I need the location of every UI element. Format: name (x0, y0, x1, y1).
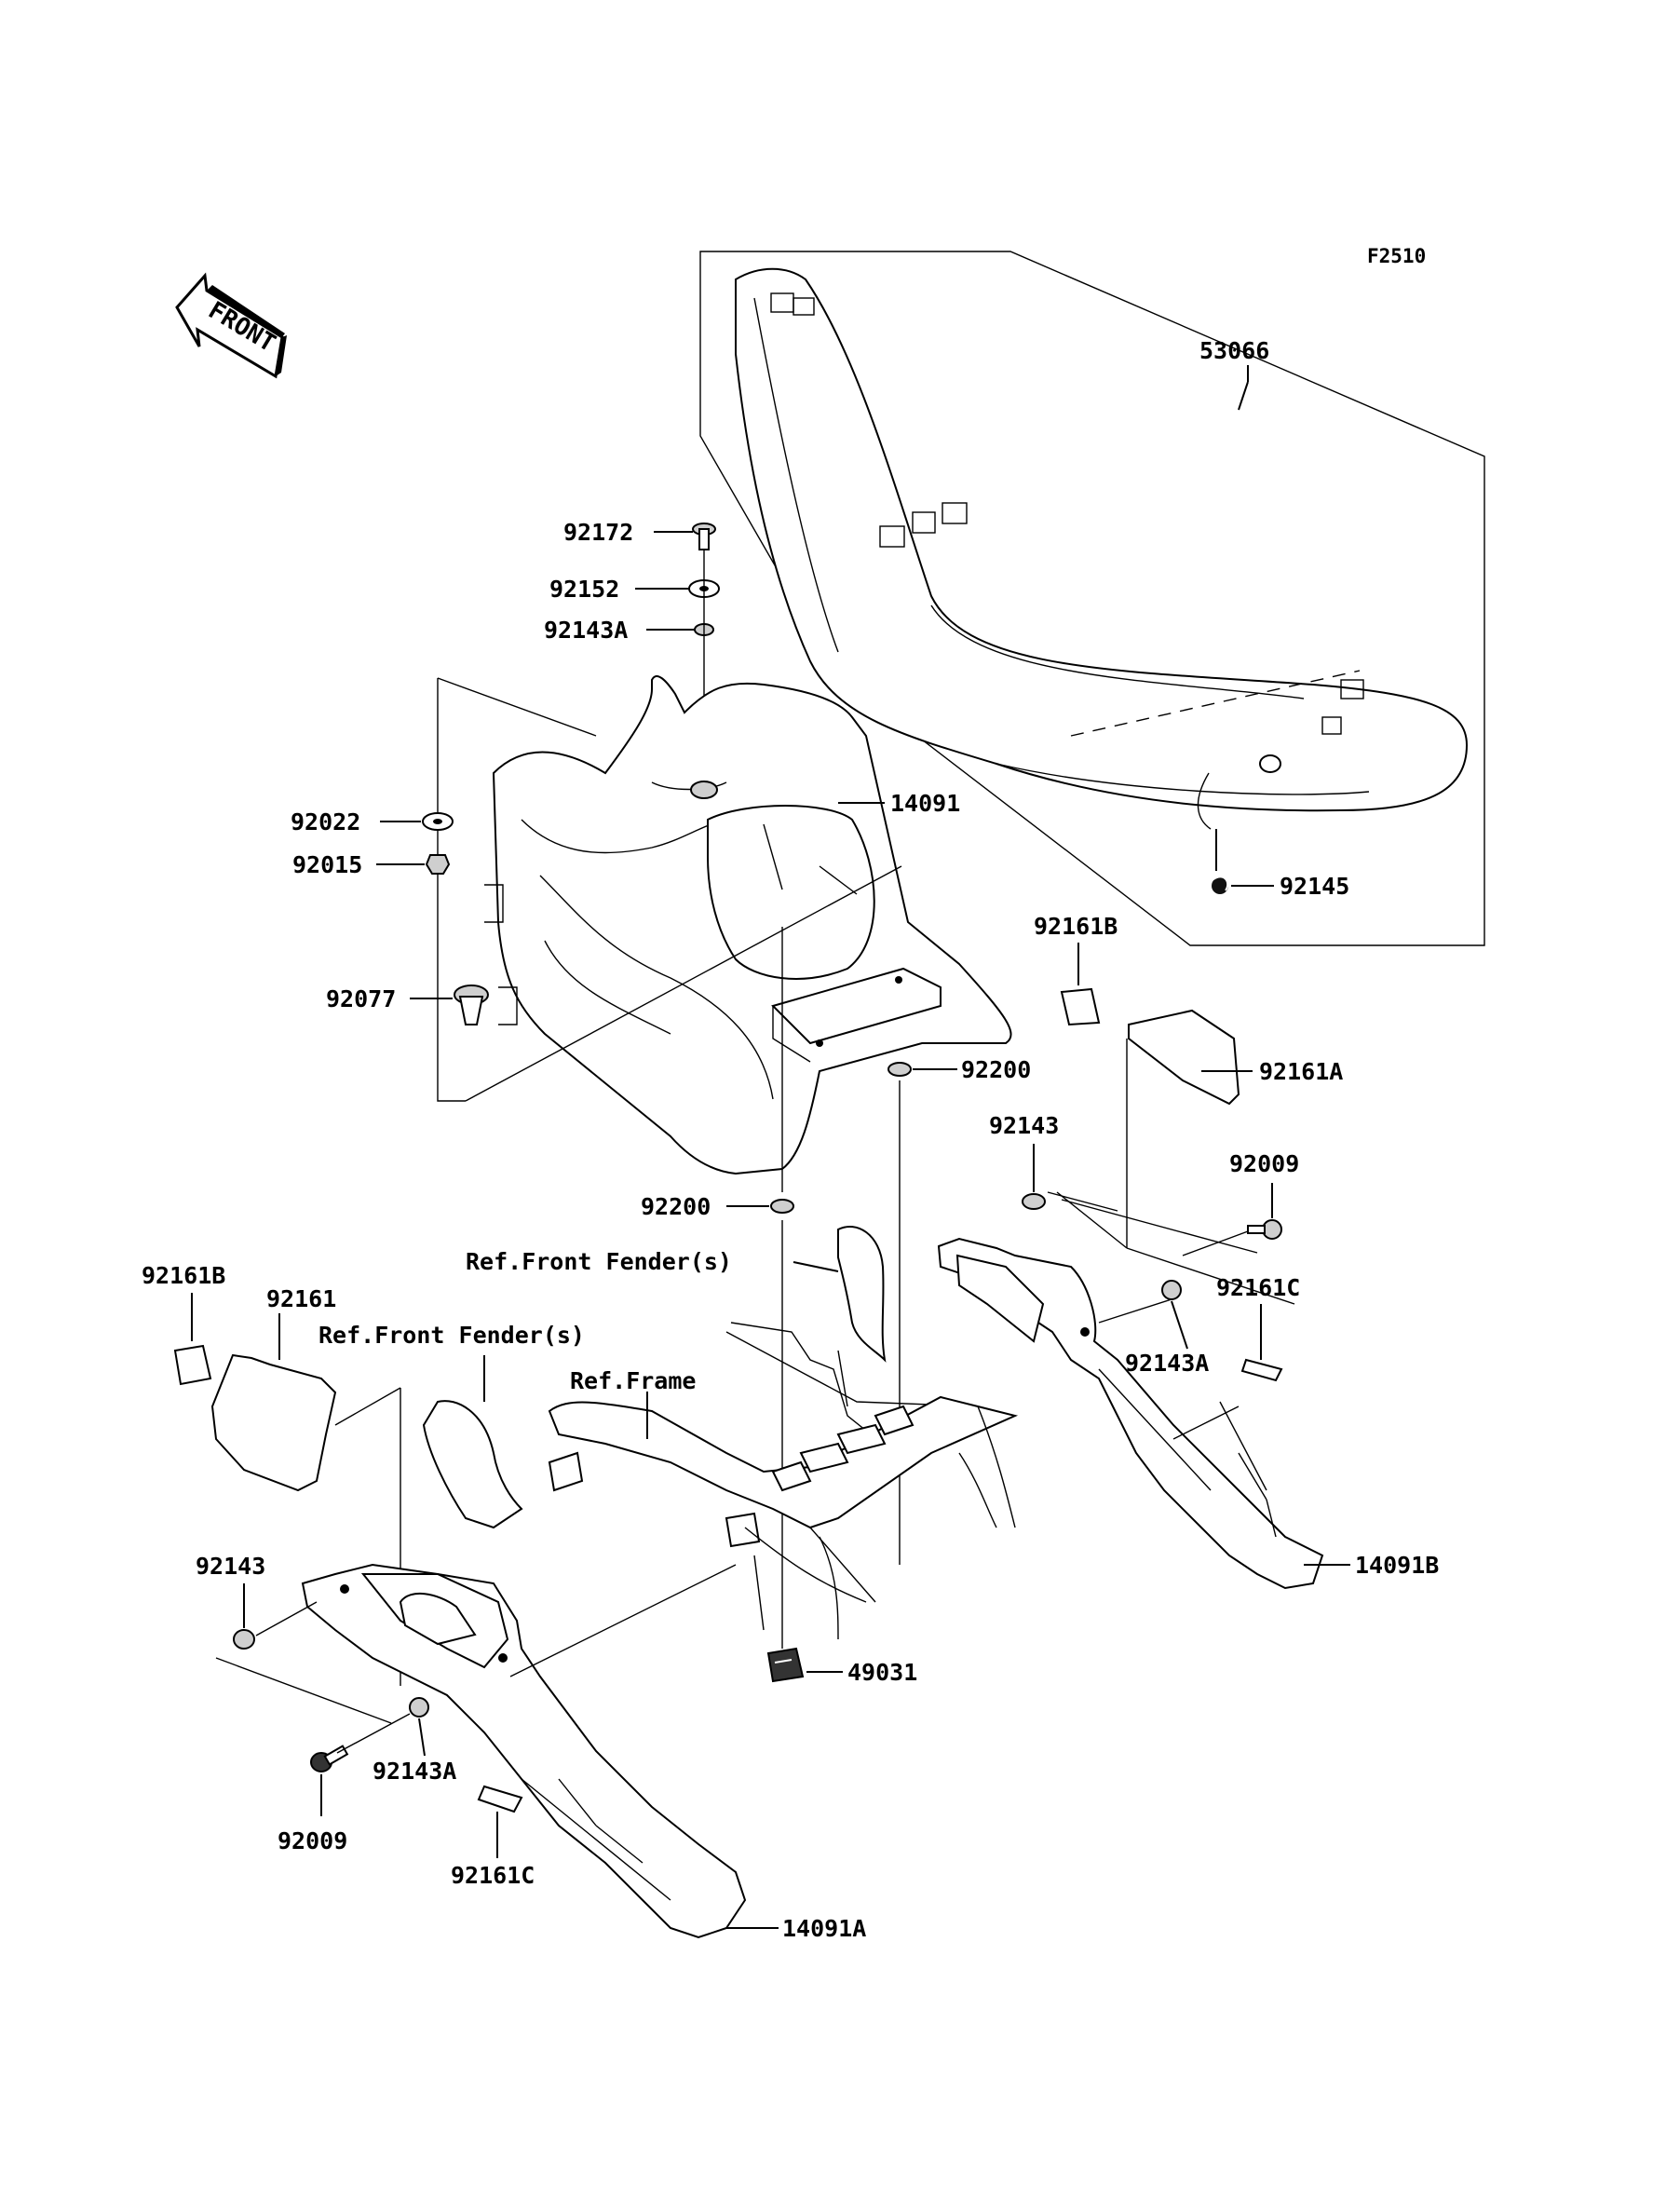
front-arrow-icon: FRONT (175, 272, 287, 379)
label-92145: 92145 (1280, 873, 1349, 900)
label-92161C-left: 92161C (451, 1862, 535, 1889)
left-fastener-group: 92022 92015 92077 (291, 677, 902, 1102)
label-92143-right: 92143 (989, 1112, 1059, 1139)
cover-left-group: 14091A (301, 1563, 866, 1942)
label-92161A: 92161A (1259, 1058, 1343, 1085)
label-92143-left: 92143 (196, 1553, 265, 1580)
label-14091B: 14091B (1355, 1552, 1439, 1579)
label-92152: 92152 (549, 576, 619, 603)
label-92161-left: 92161 (266, 1285, 336, 1312)
right-hardware-group: 92009 92143A 92161C (1098, 1150, 1300, 1382)
label-92143A-right: 92143A (1125, 1350, 1209, 1377)
label-92172: 92172 (563, 519, 633, 546)
cover-main-group: 14091 (484, 675, 1012, 1175)
right-pad-group: 92161B 92161A (1034, 913, 1343, 1248)
nut-49031-group: 49031 (766, 1647, 917, 1686)
label-ref-front-fender-right: Ref.Front Fender(s) (466, 1248, 732, 1275)
label-92161B-right: 92161B (1034, 913, 1118, 940)
label-92143A-top: 92143A (544, 617, 628, 644)
label-ref-front-fender-left: Ref.Front Fender(s) (318, 1322, 585, 1349)
left-hardware-group: 92143 92143A 92009 92161C (196, 1553, 535, 1889)
label-92200-lower: 92200 (641, 1193, 711, 1220)
frame-group: Ref.Front Fender(s) Ref.Frame Ref.Front … (318, 1225, 1019, 1640)
label-92161C-right: 92161C (1216, 1274, 1300, 1301)
collar-group: 92200 92200 (641, 927, 1031, 1649)
cover-right-group: 92143 14091B (937, 1112, 1439, 1590)
label-92015: 92015 (292, 851, 362, 878)
label-53066: 53066 (1199, 337, 1269, 364)
label-92161B-left: 92161B (142, 1262, 225, 1289)
seat-group: 53066 92145 (699, 251, 1485, 946)
label-92009-right: 92009 (1229, 1150, 1299, 1177)
spring-clip-icon (1212, 876, 1229, 894)
figure-code: F2510 (1367, 245, 1426, 267)
top-fastener-group: 92172 92152 92143A (544, 519, 720, 787)
label-92143A-left: 92143A (373, 1758, 456, 1785)
label-ref-frame: Ref.Frame (570, 1367, 696, 1394)
label-92077: 92077 (326, 985, 396, 1012)
label-92022: 92022 (291, 808, 360, 835)
label-49031: 49031 (847, 1659, 917, 1686)
label-14091A: 14091A (782, 1915, 866, 1942)
label-14091: 14091 (890, 790, 960, 817)
label-92009-left: 92009 (278, 1827, 347, 1854)
label-92200-upper: 92200 (961, 1056, 1031, 1083)
